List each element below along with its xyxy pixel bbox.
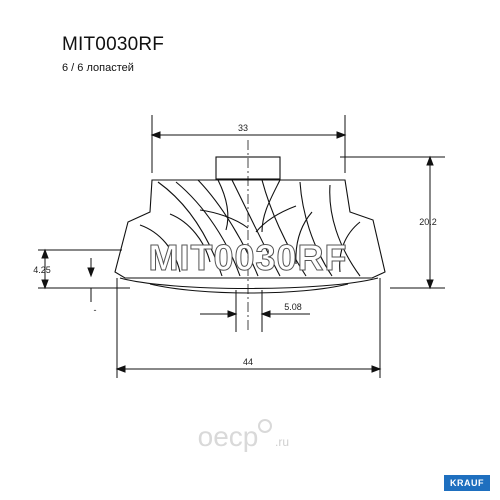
dim-top-width-label: 33	[238, 123, 248, 133]
site-logo-text: oecp	[198, 421, 259, 452]
dim-bore-diameter-label: 5.08	[284, 302, 302, 312]
site-logo-dot-icon	[258, 419, 272, 433]
dim-base-width-label: 44	[243, 357, 253, 367]
part-number-watermark: MIT0030RF	[148, 237, 347, 278]
blade-count-subtitle: 6 / 6 лопастей	[62, 62, 134, 74]
site-logo-suffix: .ru	[275, 435, 289, 449]
dim-bore-marker-label: -	[94, 305, 97, 315]
impeller-outline	[114, 156, 386, 294]
dim-hub-height-label: 4.25	[33, 265, 51, 275]
brand-badge: KRAUF	[444, 475, 490, 491]
site-logo: oecp .ru	[198, 419, 289, 452]
dim-height-label: 20.2	[419, 217, 437, 227]
part-number-title: MIT0030RF	[62, 34, 165, 55]
